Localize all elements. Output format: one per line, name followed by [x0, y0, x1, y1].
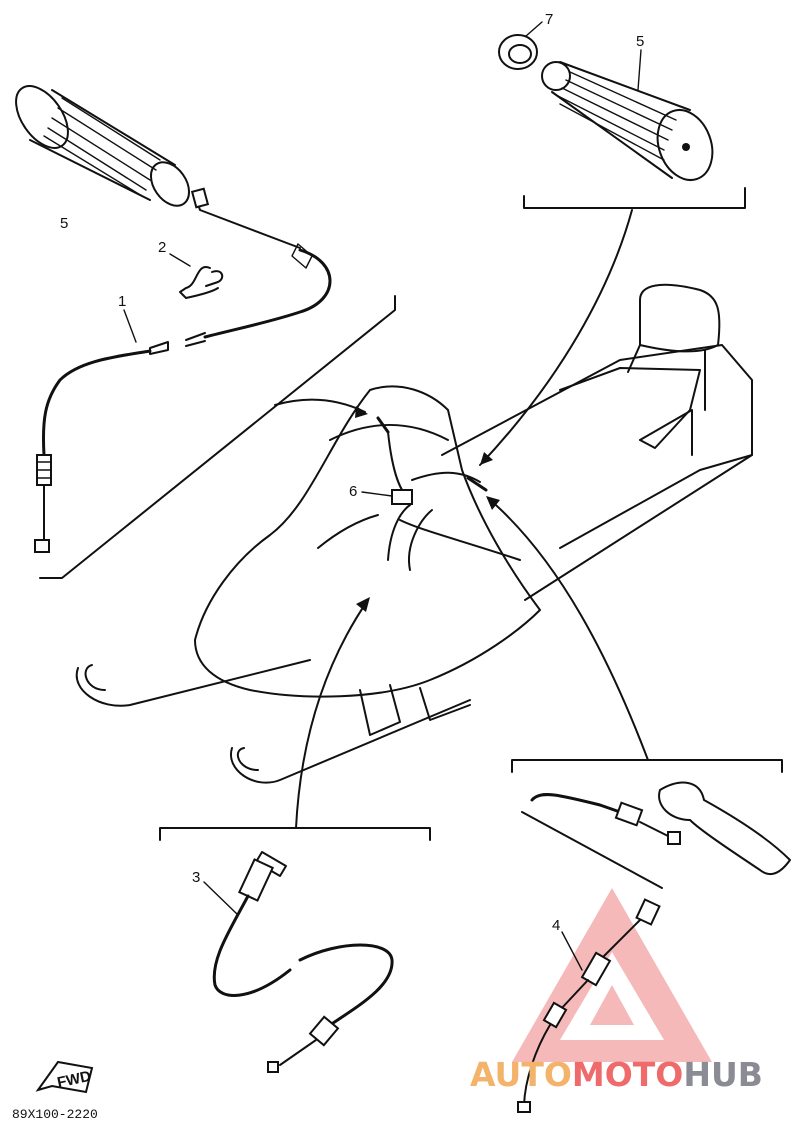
callout-holder: 6	[349, 483, 357, 500]
callout-cable-3: 3	[192, 869, 200, 886]
callout-ring: 7	[545, 11, 553, 28]
brake-cable-illustration	[517, 898, 661, 1113]
watermark-text: AUTOMOTOHUB	[470, 1055, 763, 1094]
left-grip-illustration	[15, 85, 191, 207]
snowmobile-illustration	[75, 283, 753, 784]
right-grip-inset-border	[523, 187, 746, 209]
brake-lever-illustration	[530, 781, 791, 876]
brake-leader	[487, 497, 649, 761]
cable3-inset-border	[159, 827, 431, 841]
fwd-arrow-icon: FWD	[35, 1060, 94, 1094]
left-leader-arrow	[274, 398, 366, 413]
callout-clip: 2	[158, 239, 166, 256]
watermark-logo	[512, 888, 712, 1062]
clip-illustration	[179, 266, 224, 299]
cable3-leader	[295, 599, 369, 829]
brake-inset-border	[511, 759, 783, 773]
drawing-code: 89X100-2220	[12, 1107, 98, 1122]
cable-3-illustration	[212, 851, 394, 1073]
callout-grip-right: 5	[636, 33, 644, 50]
right-grip-leader-arrow	[479, 209, 633, 466]
watermark-part-2: MOTO	[571, 1055, 684, 1094]
left-inset-border	[39, 295, 396, 579]
callout-brake-cable: 4	[552, 917, 560, 934]
right-grip-illustration	[498, 34, 714, 181]
brake-inset-diagonal	[521, 811, 663, 889]
callout-throttle-cable: 1	[118, 293, 126, 310]
fwd-label: FWD	[56, 1068, 93, 1092]
watermark-part-1: AUTO	[470, 1055, 572, 1094]
callout-grip-left: 5	[60, 215, 68, 232]
throttle-cable-illustration	[34, 187, 332, 553]
watermark-part-3: HUB	[683, 1055, 763, 1094]
